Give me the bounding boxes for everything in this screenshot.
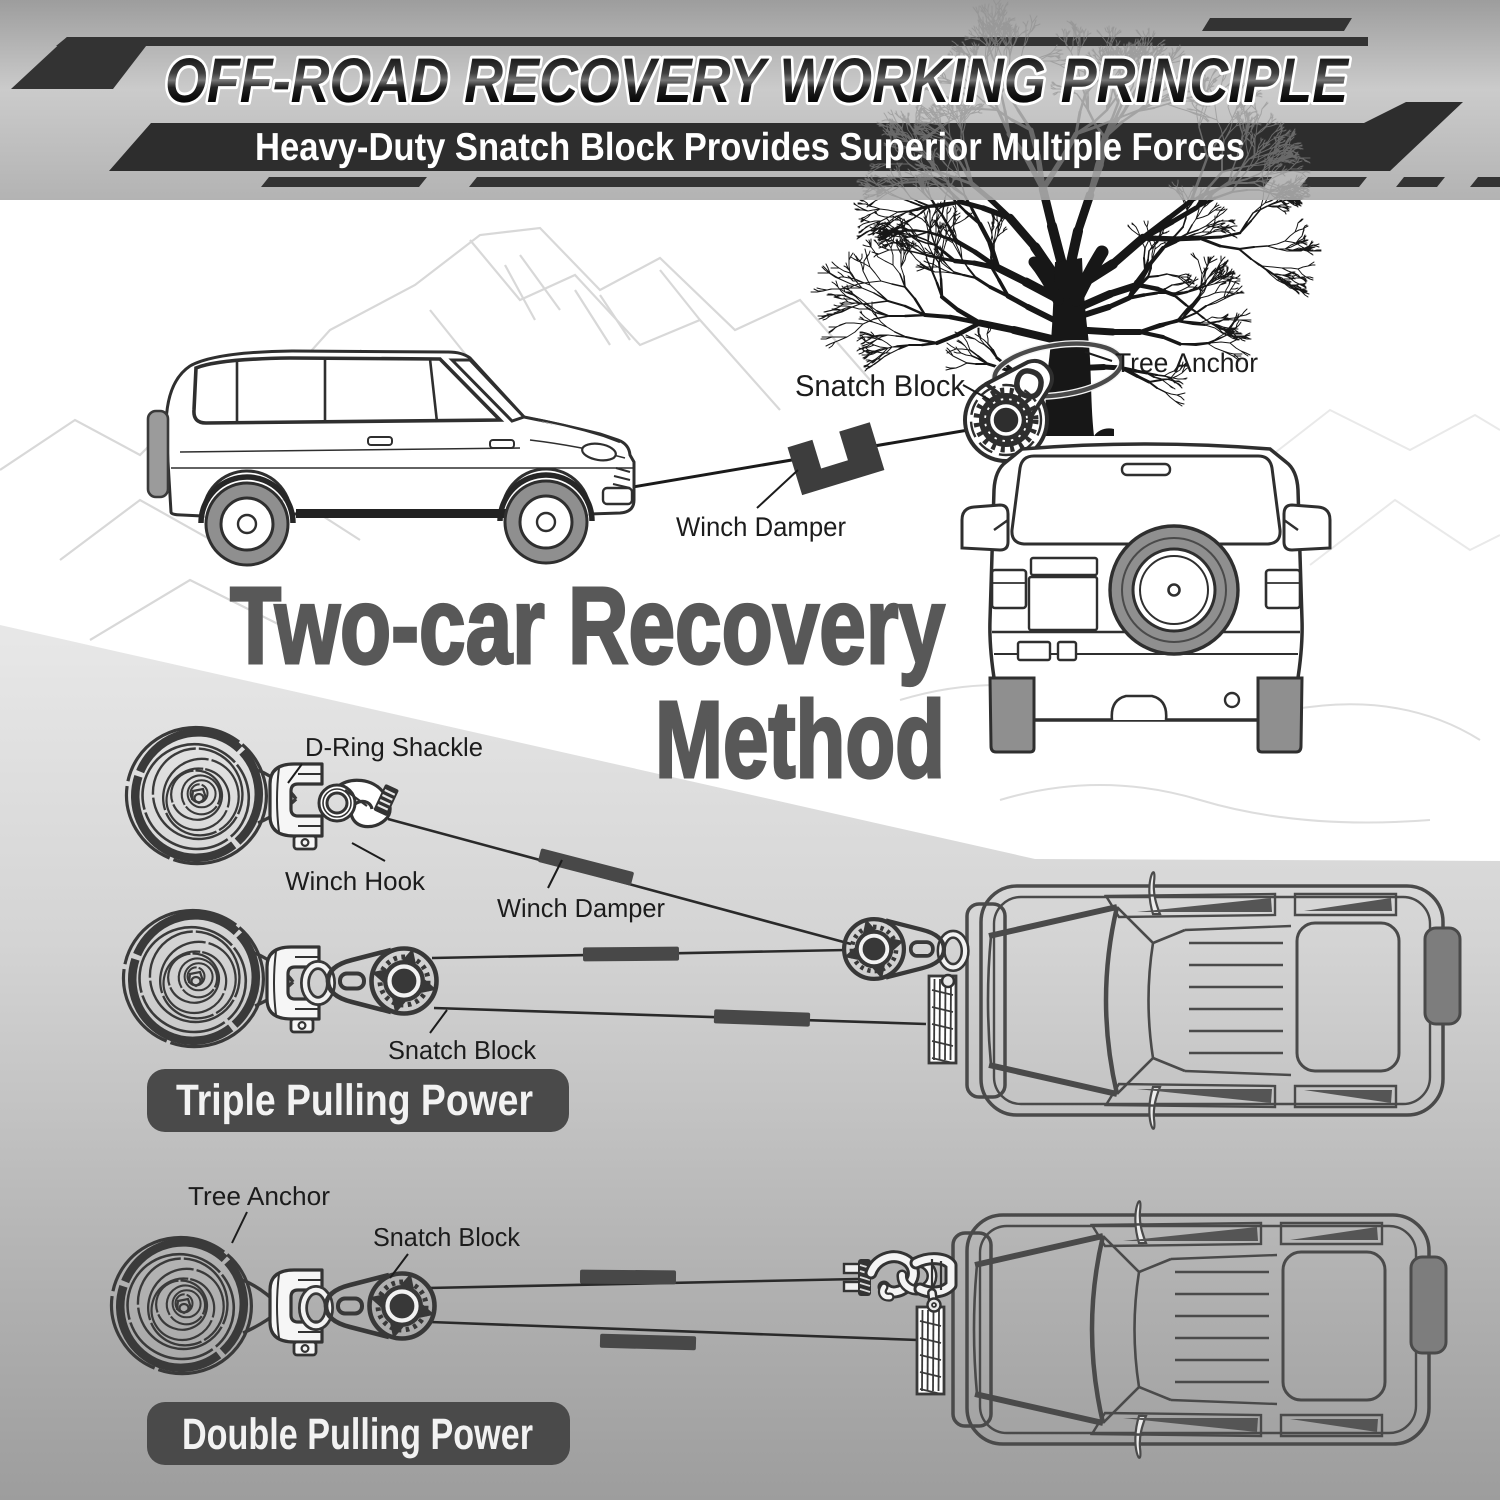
svg-text:Winch Hook: Winch Hook — [285, 866, 426, 896]
svg-text:Winch Damper: Winch Damper — [497, 893, 665, 923]
svg-text:Snatch Block: Snatch Block — [373, 1222, 521, 1252]
svg-text:Double Pulling Power: Double Pulling Power — [182, 1410, 533, 1459]
svg-text:Snatch Block: Snatch Block — [388, 1035, 537, 1065]
svg-text:Tree Anchor: Tree Anchor — [1115, 348, 1258, 378]
svg-text:Winch Damper: Winch Damper — [676, 512, 846, 542]
svg-text:D-Ring Shackle: D-Ring Shackle — [305, 732, 483, 762]
svg-text:OFF-ROAD RECOVERY WORKING PRIN: OFF-ROAD RECOVERY WORKING PRINCIPLE — [165, 46, 1350, 116]
svg-text:Tree Anchor: Tree Anchor — [188, 1181, 330, 1211]
svg-text:Method: Method — [655, 679, 945, 801]
svg-text:Triple Pulling Power: Triple Pulling Power — [176, 1076, 533, 1125]
svg-text:Heavy-Duty Snatch Block Provid: Heavy-Duty Snatch Block Provides Superio… — [255, 126, 1245, 169]
svg-text:Two-car Recovery: Two-car Recovery — [230, 565, 945, 687]
svg-text:Snatch Block: Snatch Block — [795, 370, 966, 403]
